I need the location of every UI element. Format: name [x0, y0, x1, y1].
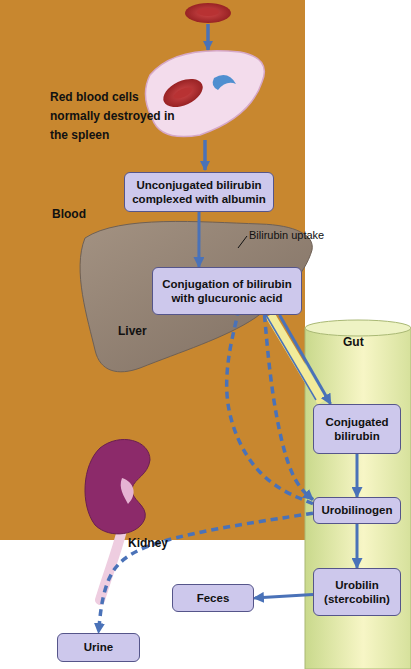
liver [80, 221, 312, 371]
kidney [85, 439, 150, 533]
diagram-label: Kidney [128, 534, 198, 553]
diagram-label: Red blood cells normally destroyed in th… [50, 88, 192, 146]
box-text: Unconjugated bilirubin complexed with al… [128, 178, 270, 207]
flow-arrow [227, 315, 313, 504]
box-text: Conjugation of bilirubin with glucuronic… [156, 277, 298, 306]
process-box: Urine [57, 633, 140, 662]
box-text: Urine [84, 640, 113, 654]
box-text: Conjugated bilirubin [317, 415, 397, 444]
cell-fragment [213, 75, 236, 90]
process-box: Conjugated bilirubin [313, 404, 401, 454]
red-blood-cell-dimple [172, 85, 194, 101]
flow-arrow [206, 24, 210, 50]
red-blood-cell-dimple [197, 8, 219, 16]
flow-arrow [356, 524, 359, 568]
process-box: Unconjugated bilirubin complexed with al… [124, 172, 274, 212]
flow-arrow [356, 454, 359, 497]
flow-arrow [99, 513, 314, 633]
diagram-label: Bilirubin uptake [249, 227, 359, 245]
leader-line [238, 236, 247, 248]
flow-arrow [280, 315, 331, 404]
diagram-label: Gut [343, 333, 393, 352]
process-box: Feces [172, 584, 254, 612]
box-text: Urobilinogen [322, 503, 393, 517]
box-text: Urobilin (stercobilin) [317, 578, 397, 607]
process-box: Urobilin (stercobilin) [313, 568, 401, 616]
gut-opening [305, 320, 411, 336]
bile-duct [270, 315, 322, 402]
red-blood-cell [185, 3, 231, 23]
flow-arrow [254, 594, 313, 598]
bile-duct-wall [266, 315, 316, 400]
gut-cylinder [305, 328, 411, 669]
flow-arrow [203, 140, 207, 170]
process-box: Urobilinogen [313, 497, 401, 524]
blood-region [0, 0, 305, 540]
flow-arrow [265, 315, 314, 500]
diagram-label: Liver [118, 322, 178, 341]
spleen [145, 51, 264, 137]
red-blood-cell [159, 73, 207, 113]
flow-arrow [197, 212, 200, 267]
box-text: Feces [197, 591, 230, 605]
renal-pelvis [121, 478, 134, 504]
process-box: Conjugation of bilirubin with glucuronic… [152, 267, 302, 315]
diagram-label: Blood [52, 205, 112, 224]
